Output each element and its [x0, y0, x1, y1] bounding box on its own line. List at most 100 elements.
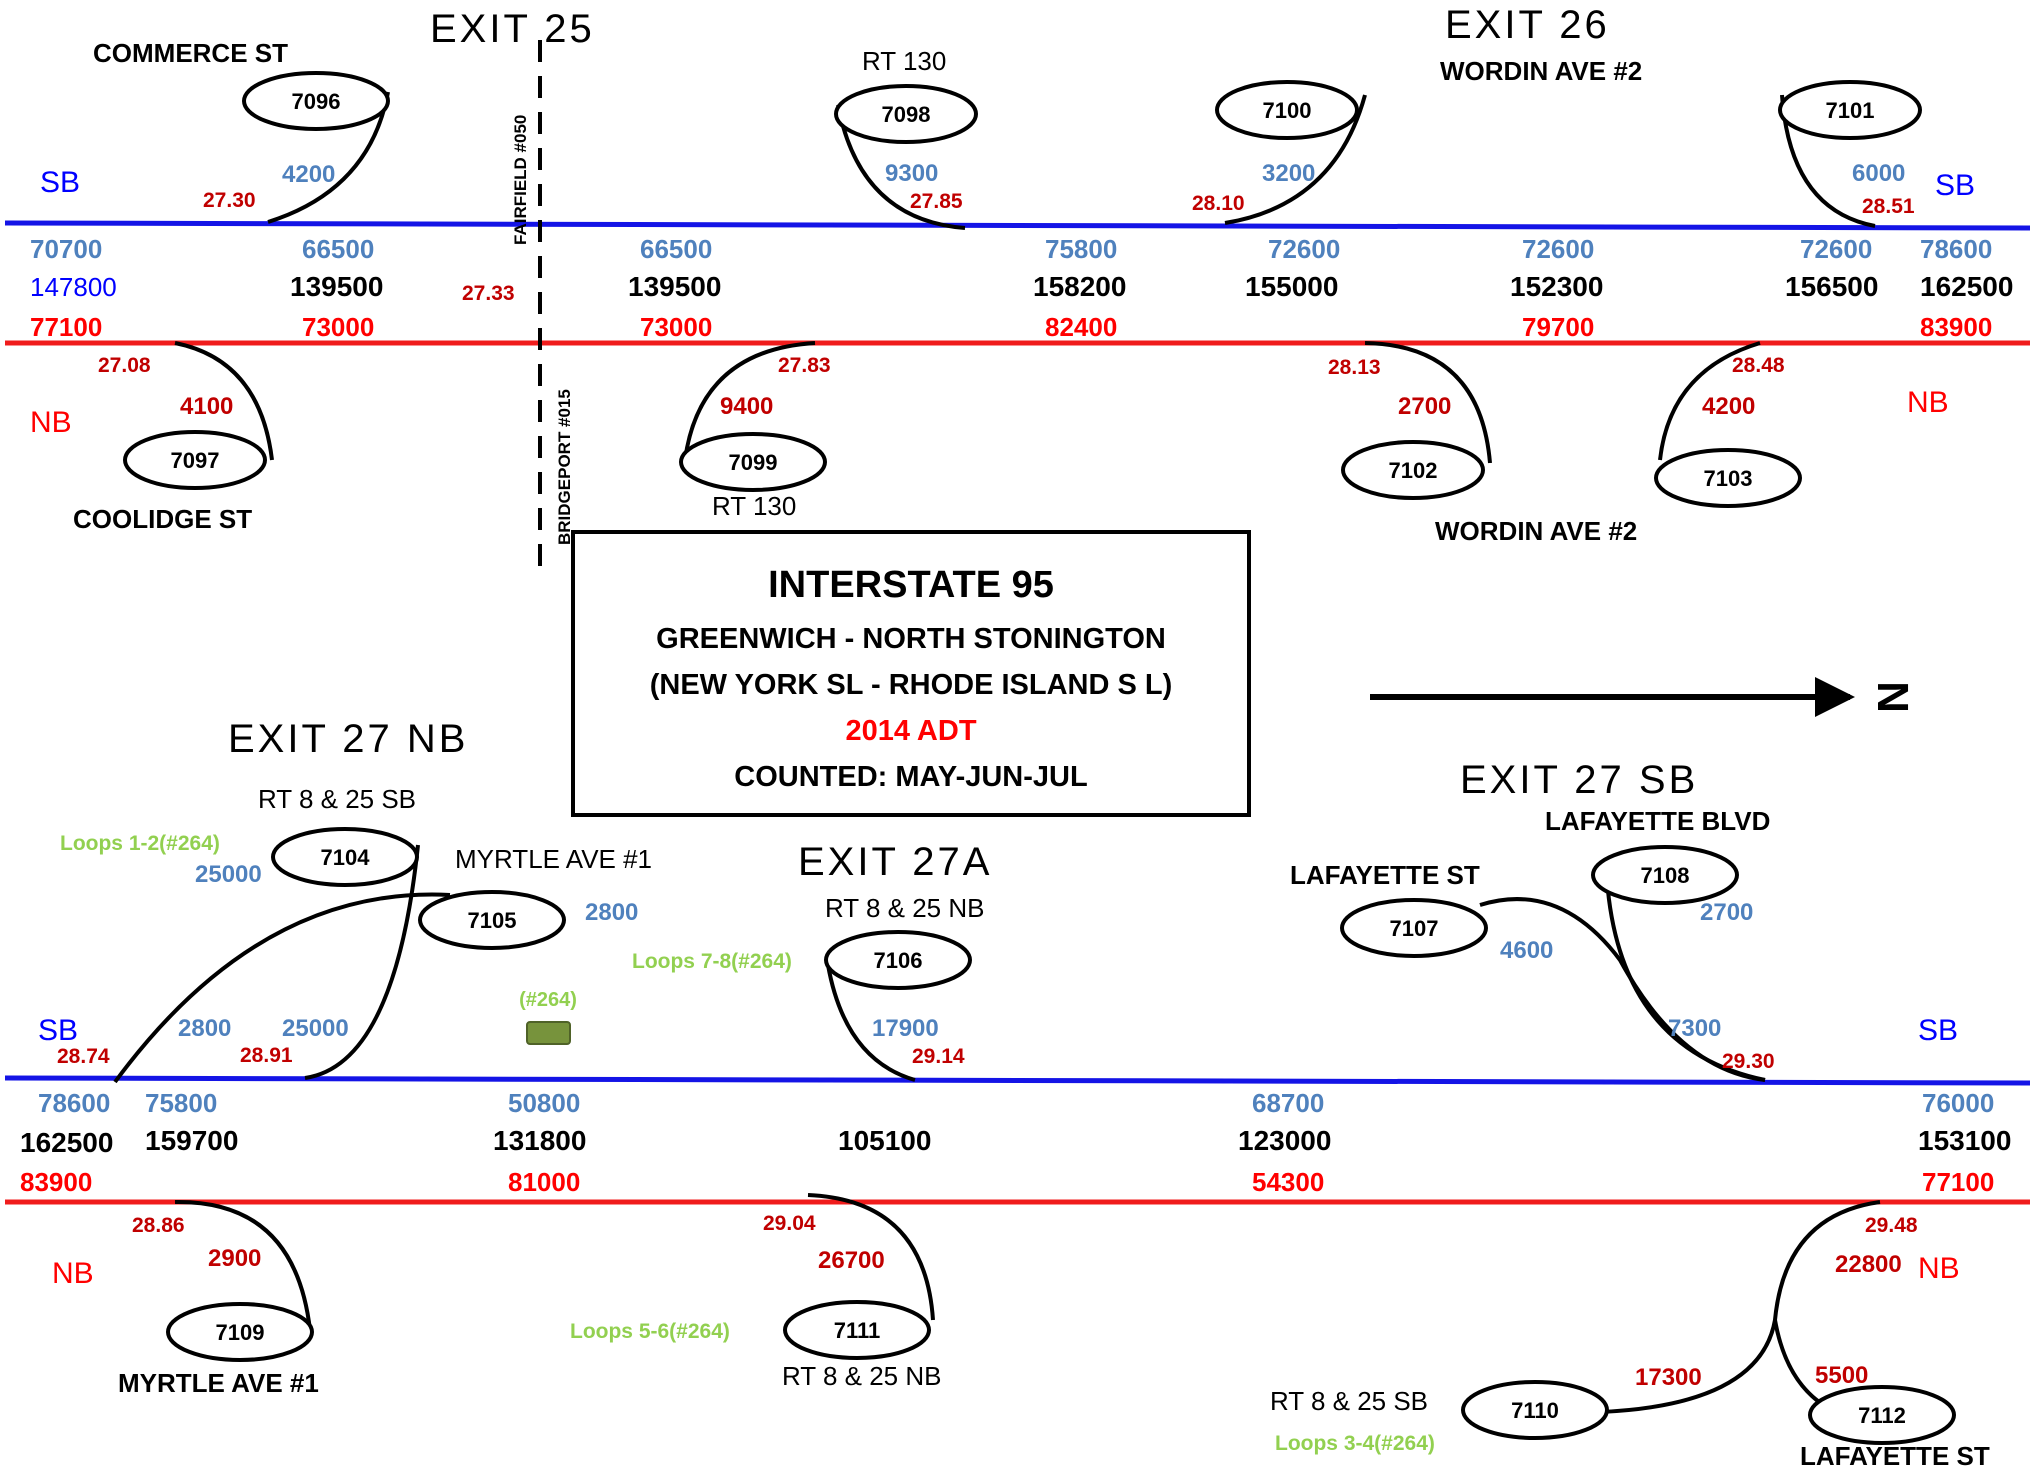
- ramp-7104-volume: 25000: [195, 861, 262, 888]
- ramp-7100-path: [1224, 94, 1367, 225]
- ramp-7106-milepost: 29.14: [912, 1045, 965, 1068]
- bottom-total-1: 159700: [145, 1125, 238, 1156]
- ramp-7097-path: [174, 341, 274, 461]
- ramp-7096-path: [267, 91, 390, 224]
- top-total-3: 158200: [1033, 271, 1126, 302]
- nb-ramp-22800: 22800: [1835, 1251, 1902, 1278]
- title-counted: COUNTED: MAY-JUN-JUL: [734, 761, 1087, 793]
- ramp-7100-volume: 3200: [1262, 160, 1315, 187]
- top-total-6: 156500: [1785, 271, 1878, 302]
- ramp-7097-street: COOLIDGE ST: [73, 504, 252, 534]
- ramp-7112-oval: [1808, 1385, 1956, 1445]
- bottom-total-5: 153100: [1918, 1125, 2011, 1156]
- ramp-7109-volume: 2900: [208, 1245, 261, 1272]
- ramp-7103-path: [1658, 341, 1761, 461]
- ramp-7109-oval: [166, 1302, 314, 1362]
- sb-ramp-25000: 25000: [282, 1015, 349, 1042]
- top-nb-0: 77100: [30, 312, 102, 342]
- top-sb-1: 66500: [302, 234, 374, 264]
- bottom-nb-5: 77100: [1922, 1167, 1994, 1197]
- ramp-7108-path: [1605, 879, 1766, 1082]
- sb-ramp-2800: 2800: [178, 1015, 231, 1042]
- ramp-7102-oval: [1341, 440, 1485, 500]
- segment-milepost-2733: 27.33: [462, 282, 515, 305]
- sb-ramp-7300: 7300: [1668, 1015, 1721, 1042]
- nb-label-bottom-left: NB: [52, 1257, 94, 1290]
- top-total-0: 147800: [30, 272, 117, 302]
- ramp-7098-street: RT 130: [862, 46, 946, 76]
- ramp-7106-volume: 17900: [872, 1015, 939, 1042]
- bottom-total-3: 105100: [838, 1125, 931, 1156]
- bottom-sb-1: 75800: [145, 1088, 217, 1118]
- ramp-7111-loops: Loops 5-6(#264): [570, 1320, 730, 1343]
- ramp-7107-oval: [1340, 898, 1488, 958]
- ramp-7105-path: [113, 892, 451, 1084]
- top-sb-2: 66500: [640, 234, 712, 264]
- ramp-7109-path: [174, 1199, 312, 1331]
- ramp-7097-id: 7097: [171, 448, 220, 473]
- ramp-7112-id: 7112: [1858, 1403, 1906, 1428]
- ramp-7107-volume: 4600: [1500, 937, 1553, 964]
- top-nb-7: 83900: [1920, 312, 1992, 342]
- ramp-7104-path: [304, 844, 420, 1080]
- ramp-7103-id: 7103: [1704, 466, 1753, 491]
- nb-label-top-right: NB: [1907, 386, 1949, 419]
- ramp-7104-id: 7104: [321, 845, 371, 870]
- exit-25-label: EXIT 25: [430, 7, 595, 51]
- ramp-7106-street: RT 8 & 25 NB: [825, 893, 984, 923]
- top-sb-3: 75800: [1045, 234, 1117, 264]
- ramp-7107-street: LAFAYETTE ST: [1290, 860, 1480, 890]
- ramp-7103-volume: 4200: [1702, 393, 1755, 420]
- ramp-7105-volume: 2800: [585, 899, 638, 926]
- ramp-7104-loops: Loops 1-2(#264): [60, 832, 220, 855]
- ramp-7101-id: 7101: [1826, 98, 1875, 123]
- ramp-7096-id: 7096: [292, 89, 341, 114]
- nb-mp-2948: 29.48: [1865, 1214, 1918, 1237]
- title-route: GREENWICH - NORTH STONINGTON: [656, 623, 1166, 655]
- station-264-label: (#264): [519, 989, 577, 1011]
- top-total-2: 139500: [628, 271, 721, 302]
- ramp-7109-street: MYRTLE AVE #1: [118, 1368, 319, 1398]
- nb-label-top-left: NB: [30, 406, 72, 439]
- exit-27sb-label: EXIT 27 SB: [1460, 758, 1698, 802]
- ramp-7105-id: 7105: [468, 908, 517, 933]
- ramp-7102-volume: 2700: [1398, 393, 1451, 420]
- title-interstate: INTERSTATE 95: [768, 564, 1054, 606]
- top-sb-5: 72600: [1522, 234, 1594, 264]
- bottom-sb-5: 76000: [1922, 1088, 1994, 1118]
- bottom-nb-0: 83900: [20, 1167, 92, 1197]
- ramp-7106-id: 7106: [874, 948, 923, 973]
- top-nb-3: 82400: [1045, 312, 1117, 342]
- town-label-fairfield: FAIRFIELD #050: [511, 115, 530, 245]
- ramp-7110-loops: Loops 3-4(#264): [1275, 1432, 1435, 1455]
- ramp-7103-milepost: 28.48: [1732, 354, 1785, 377]
- bottom-total-0: 162500: [20, 1127, 113, 1158]
- ramp-7106-oval: [824, 930, 972, 990]
- ramp-7105-oval: [418, 890, 566, 950]
- ramp-7109-id: 7109: [216, 1320, 265, 1345]
- ramp-7097-volume: 4100: [180, 393, 233, 420]
- ramp-7111-street: RT 8 & 25 NB: [782, 1361, 941, 1391]
- bottom-sb-4: 68700: [1252, 1088, 1324, 1118]
- ramp-7110-oval: [1461, 1380, 1609, 1440]
- ramp-7102-street: WORDIN AVE #2: [1435, 516, 1637, 546]
- ramp-7104-street: RT 8 & 25 SB: [258, 784, 416, 814]
- top-sb-6: 72600: [1800, 234, 1872, 264]
- ramp-7110-id: 7110: [1511, 1398, 1559, 1423]
- ramp-7101-milepost: 28.51: [1862, 195, 1915, 218]
- ramp-7102-id: 7102: [1389, 458, 1438, 483]
- ramp-7096-milepost: 27.30: [203, 189, 256, 212]
- title-year: 2014 ADT: [845, 715, 976, 747]
- ramp-7111-id: 7111: [834, 1318, 881, 1343]
- ramp-7111-milepost: 29.04: [763, 1212, 816, 1235]
- ramp-7100-id: 7100: [1263, 98, 1312, 123]
- ramp-7100-milepost: 28.10: [1192, 192, 1245, 215]
- title-limits: (NEW YORK SL - RHODE ISLAND S L): [650, 669, 1173, 701]
- ramp-7099-street: RT 130: [712, 491, 796, 521]
- ramp-7098-id: 7098: [882, 102, 931, 127]
- wordin-ave-top-label: WORDIN AVE #2: [1440, 56, 1642, 86]
- top-nb-1: 73000: [302, 312, 374, 342]
- sb-mp-2891: 28.91: [240, 1044, 293, 1067]
- top-total-4: 155000: [1245, 271, 1338, 302]
